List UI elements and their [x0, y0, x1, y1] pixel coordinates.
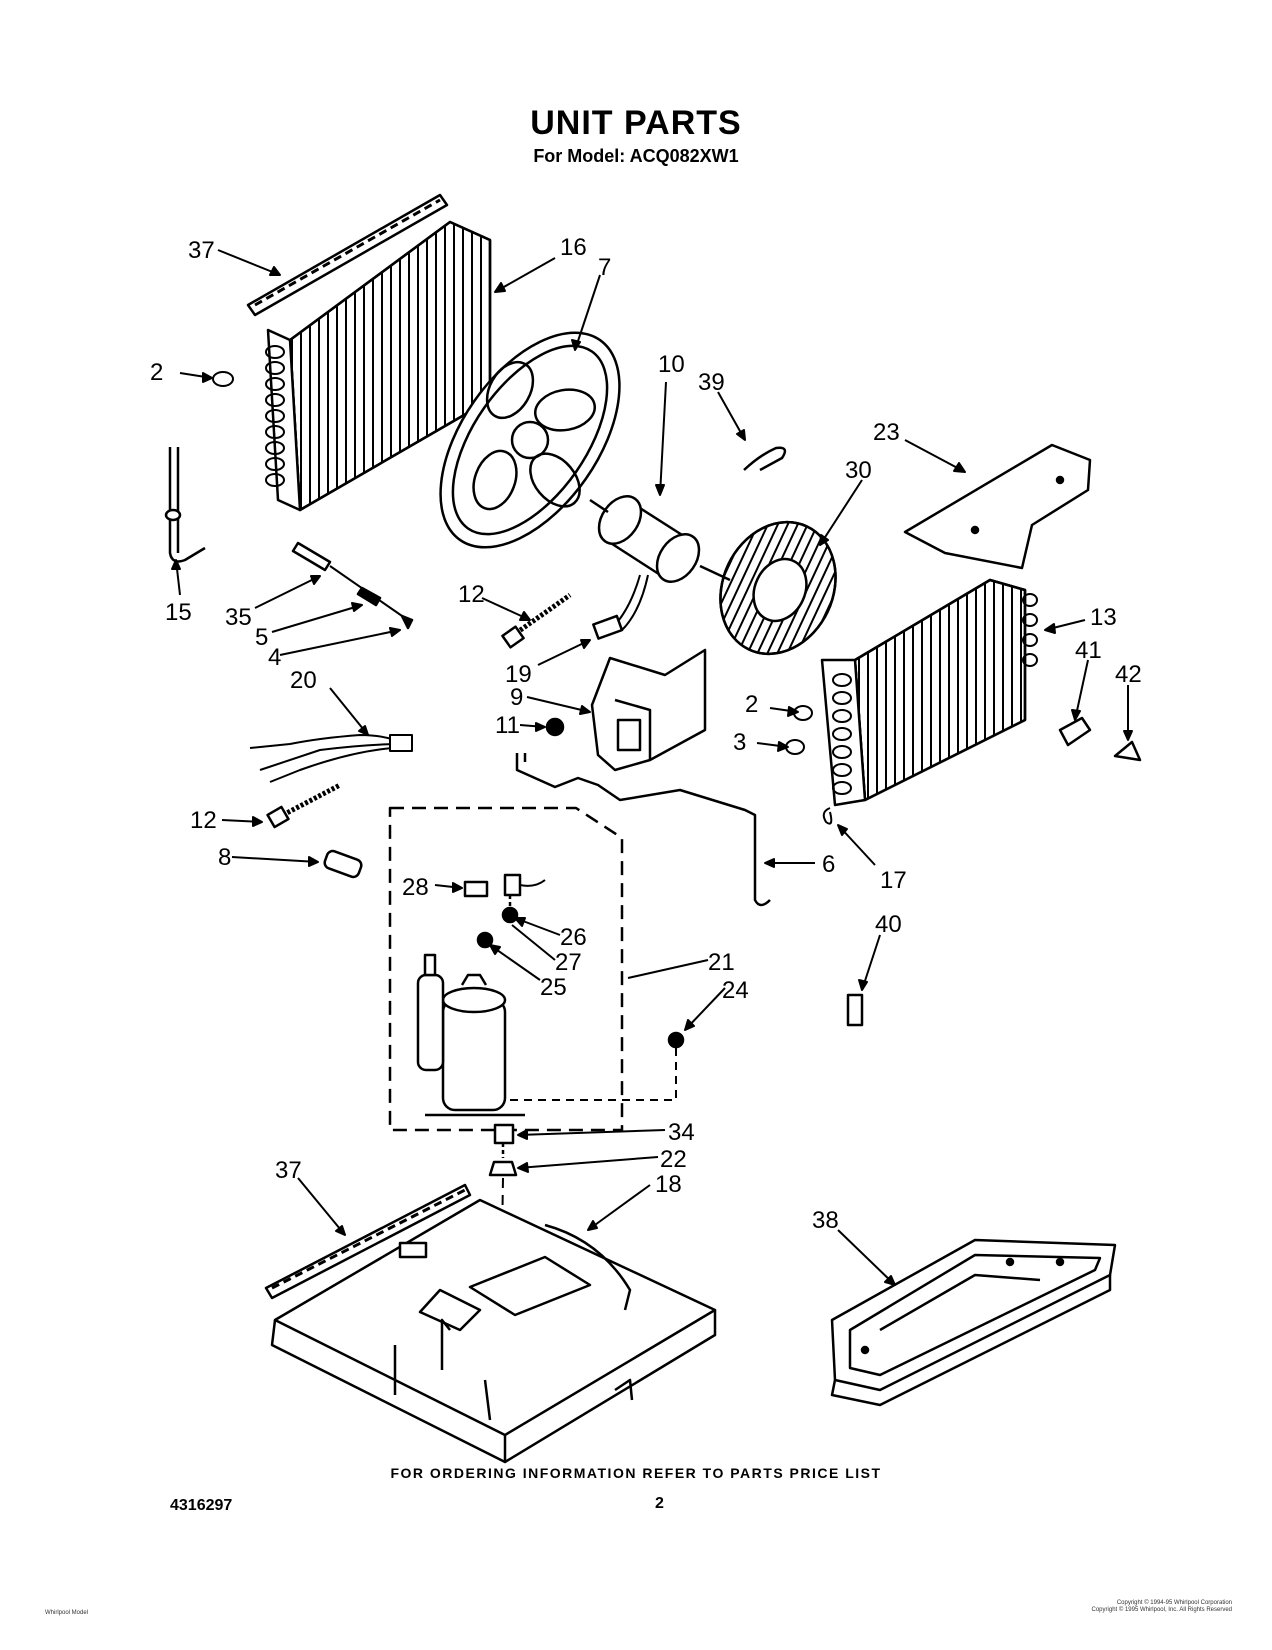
compressor-group-box — [388, 806, 624, 1132]
callout-9: 9 — [510, 684, 523, 711]
page-number: 2 — [655, 1495, 664, 1512]
top-gasket-strip — [246, 193, 449, 317]
base-pan — [270, 1198, 717, 1464]
callout-2-left: 2 — [150, 359, 163, 386]
callout-23: 23 — [873, 419, 900, 446]
callout-40: 40 — [875, 911, 902, 938]
callout-21: 21 — [708, 949, 735, 976]
callout-7: 7 — [598, 254, 611, 281]
fan-shroud — [439, 331, 621, 549]
copyright-line-2: Copyright © 1995 Whirlpool, Inc. All Rig… — [1091, 1607, 1232, 1613]
callout-27: 27 — [555, 949, 582, 976]
callout-37-top: 37 — [188, 237, 215, 264]
model-subtitle: For Model: ACQ082XW1 — [533, 146, 739, 166]
callout-8: 8 — [218, 844, 231, 871]
motor-bracket — [545, 648, 707, 772]
retainer — [1113, 740, 1142, 762]
compressor-small-parts — [463, 873, 546, 949]
callout-38: 38 — [812, 1207, 839, 1234]
callout-34: 34 — [668, 1119, 695, 1146]
fan-motor — [589, 495, 731, 631]
callout-3: 3 — [733, 729, 746, 756]
thermostat-sensor — [291, 541, 414, 630]
callout-39: 39 — [698, 369, 725, 396]
callout-20: 20 — [290, 667, 317, 694]
callout-12-lower: 12 — [190, 807, 217, 834]
copyright-left: Whirlpool Model — [45, 1610, 89, 1616]
callout-10: 10 — [658, 351, 685, 378]
callout-28: 28 — [402, 874, 429, 901]
callout-24: 24 — [722, 977, 749, 1004]
callout-37-bottom: 37 — [275, 1157, 302, 1184]
callout-16: 16 — [560, 234, 587, 261]
grommet — [667, 1031, 685, 1049]
motor-connector — [592, 614, 624, 640]
upper-screw — [501, 592, 572, 649]
copyright-right: Copyright © 1994-95 Whirlpool Corporatio… — [1092, 1600, 1232, 1614]
condenser-coil — [212, 220, 492, 512]
blower-cover — [903, 443, 1092, 570]
terminal-clip — [846, 993, 864, 1027]
page-title: UNIT PARTS — [530, 104, 742, 142]
drain-tray — [830, 1238, 1117, 1407]
refrigerant-tubing — [515, 753, 771, 907]
callout-22: 22 — [660, 1146, 687, 1173]
callout-5: 5 — [255, 624, 268, 651]
ordering-note: FOR ORDERING INFORMATION REFER TO PARTS … — [390, 1465, 882, 1481]
callout-30: 30 — [845, 457, 872, 484]
compressor — [416, 953, 525, 1117]
callout-41: 41 — [1075, 637, 1102, 664]
callout-35: 35 — [225, 604, 252, 631]
callout-4: 4 — [268, 644, 281, 671]
spacer — [323, 849, 363, 879]
callout-25: 25 — [540, 974, 567, 1001]
callout-18: 18 — [655, 1171, 682, 1198]
callout-17: 17 — [880, 867, 907, 894]
mounting-clip — [1058, 716, 1092, 747]
callout-2-right: 2 — [745, 691, 758, 718]
lower-screw — [266, 782, 342, 829]
callout-19: 19 — [505, 661, 532, 688]
lower-gasket-strip — [264, 1183, 472, 1300]
leader-lines — [171, 249, 1133, 1286]
clip — [743, 446, 787, 472]
callout-6: 6 — [822, 851, 835, 878]
callout-11: 11 — [495, 712, 520, 739]
callout-13: 13 — [1090, 604, 1117, 631]
callout-26: 26 — [560, 924, 587, 951]
callout-12-upper: 12 — [458, 581, 485, 608]
evaporator-coil — [785, 578, 1038, 825]
copyright-line-1: Copyright © 1994-95 Whirlpool Corporatio… — [1116, 1600, 1232, 1606]
callout-15: 15 — [165, 599, 192, 626]
callout-42: 42 — [1115, 661, 1142, 688]
document-number: 4316297 — [170, 1497, 233, 1514]
connector-tube — [164, 447, 206, 563]
blower-wheel — [719, 520, 837, 656]
wire-harness — [249, 734, 413, 783]
